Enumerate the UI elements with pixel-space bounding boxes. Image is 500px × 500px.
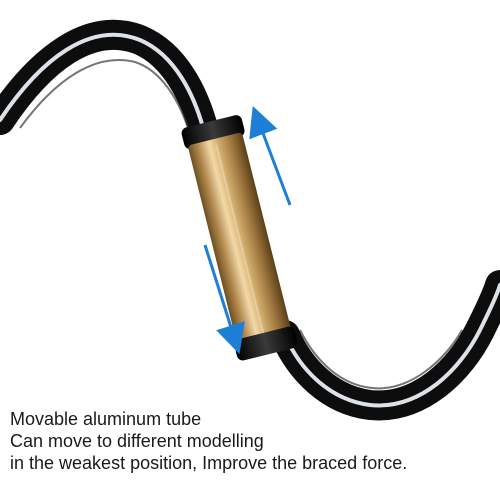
tube-body bbox=[188, 132, 291, 345]
product-caption: Movable aluminum tube Can move to differ… bbox=[10, 408, 496, 474]
aluminum-tube bbox=[181, 115, 298, 361]
caption-line-3: in the weakest position, Improve the bra… bbox=[10, 453, 408, 473]
arrow-up-icon bbox=[249, 105, 292, 206]
caption-line-2: Can move to different modelling bbox=[10, 431, 264, 451]
cable bbox=[0, 19, 500, 421]
tube-top-cap bbox=[181, 115, 245, 149]
tube-bottom-cap bbox=[234, 326, 298, 361]
arrow-down-icon bbox=[203, 244, 245, 355]
caption-line-1: Movable aluminum tube bbox=[10, 409, 202, 429]
